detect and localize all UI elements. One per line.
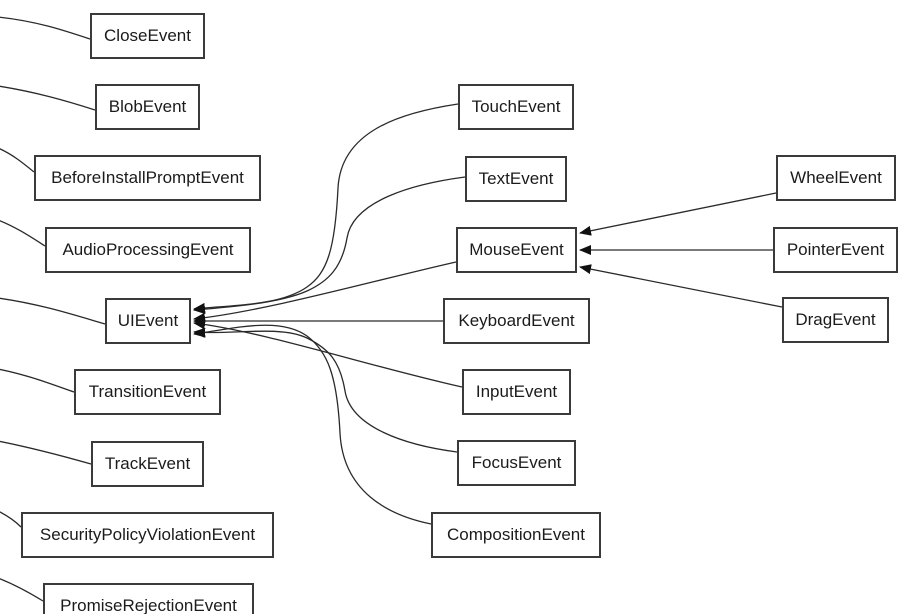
edge-trackevent-offcanvas: [0, 440, 92, 465]
node-label: PointerEvent: [786, 240, 885, 259]
edge-dragevent-mouseevent: [579, 264, 783, 308]
node-label: BlobEvent: [108, 97, 187, 116]
node-label: CompositionEvent: [447, 525, 585, 544]
edge-uievent-offcanvas: [0, 297, 106, 325]
node-label: TrackEvent: [104, 454, 191, 473]
node-drag-event[interactable]: DragEvent: [782, 297, 889, 343]
node-touch-event[interactable]: TouchEvent: [458, 84, 574, 130]
node-label: FocusEvent: [471, 453, 562, 472]
node-label: TextEvent: [478, 169, 554, 188]
node-wheel-event[interactable]: WheelEvent: [776, 155, 896, 201]
node-ui-event[interactable]: UIEvent: [105, 298, 191, 344]
edge-transitionevent-offcanvas: [0, 368, 75, 393]
node-pointer-event[interactable]: PointerEvent: [773, 227, 898, 273]
edge-inputevent-uievent: [193, 319, 463, 388]
node-label: MouseEvent: [469, 240, 564, 259]
node-focus-event[interactable]: FocusEvent: [457, 440, 576, 486]
node-text-event[interactable]: TextEvent: [465, 156, 567, 202]
node-input-event[interactable]: InputEvent: [462, 369, 571, 415]
node-audio-processing-event[interactable]: AudioProcessingEvent: [45, 227, 251, 273]
node-before-install-prompt-event[interactable]: BeforeInstallPromptEvent: [34, 155, 261, 201]
node-label: PromiseRejectionEvent: [60, 596, 237, 614]
edge-focusevent-uievent: [193, 327, 458, 453]
node-label: InputEvent: [475, 382, 558, 401]
node-label: SecurityPolicyViolationEvent: [39, 525, 256, 544]
edge-securitypolicyviolationevent-offcanvas: [0, 511, 22, 528]
node-label: KeyboardEvent: [458, 311, 575, 330]
edge-blobevent-offcanvas: [0, 85, 96, 111]
node-track-event[interactable]: TrackEvent: [91, 441, 204, 487]
node-label: WheelEvent: [790, 168, 882, 187]
edge-promiserejectionevent-offcanvas: [0, 578, 44, 602]
node-label: TouchEvent: [471, 97, 561, 116]
edge-audioprocessingevent-offcanvas: [0, 220, 46, 247]
node-security-policy-violation-event[interactable]: SecurityPolicyViolationEvent: [21, 512, 274, 558]
node-mouse-event[interactable]: MouseEvent: [456, 227, 577, 273]
node-label: CloseEvent: [104, 26, 191, 45]
edge-wheelevent-mouseevent: [579, 192, 777, 236]
node-keyboard-event[interactable]: KeyboardEvent: [443, 298, 590, 344]
edge-beforeinstallpromptevent-offcanvas: [0, 148, 35, 173]
node-promise-rejection-event[interactable]: PromiseRejectionEvent: [43, 583, 254, 614]
edge-touchevent-uievent: [193, 103, 459, 313]
edge-mouseevent-uievent: [193, 261, 457, 323]
edge-compositionevent-uievent: [193, 324, 432, 525]
node-label: AudioProcessingEvent: [62, 240, 234, 259]
node-close-event[interactable]: CloseEvent: [90, 13, 205, 59]
node-label: TransitionEvent: [88, 382, 207, 401]
edge-textevent-uievent: [193, 176, 466, 315]
node-transition-event[interactable]: TransitionEvent: [74, 369, 221, 415]
node-label: DragEvent: [795, 310, 876, 329]
node-label: BeforeInstallPromptEvent: [51, 168, 244, 187]
node-blob-event[interactable]: BlobEvent: [95, 84, 200, 130]
node-label: UIEvent: [117, 311, 179, 330]
edge-closeevent-offcanvas: [0, 16, 91, 40]
node-composition-event[interactable]: CompositionEvent: [431, 512, 601, 558]
